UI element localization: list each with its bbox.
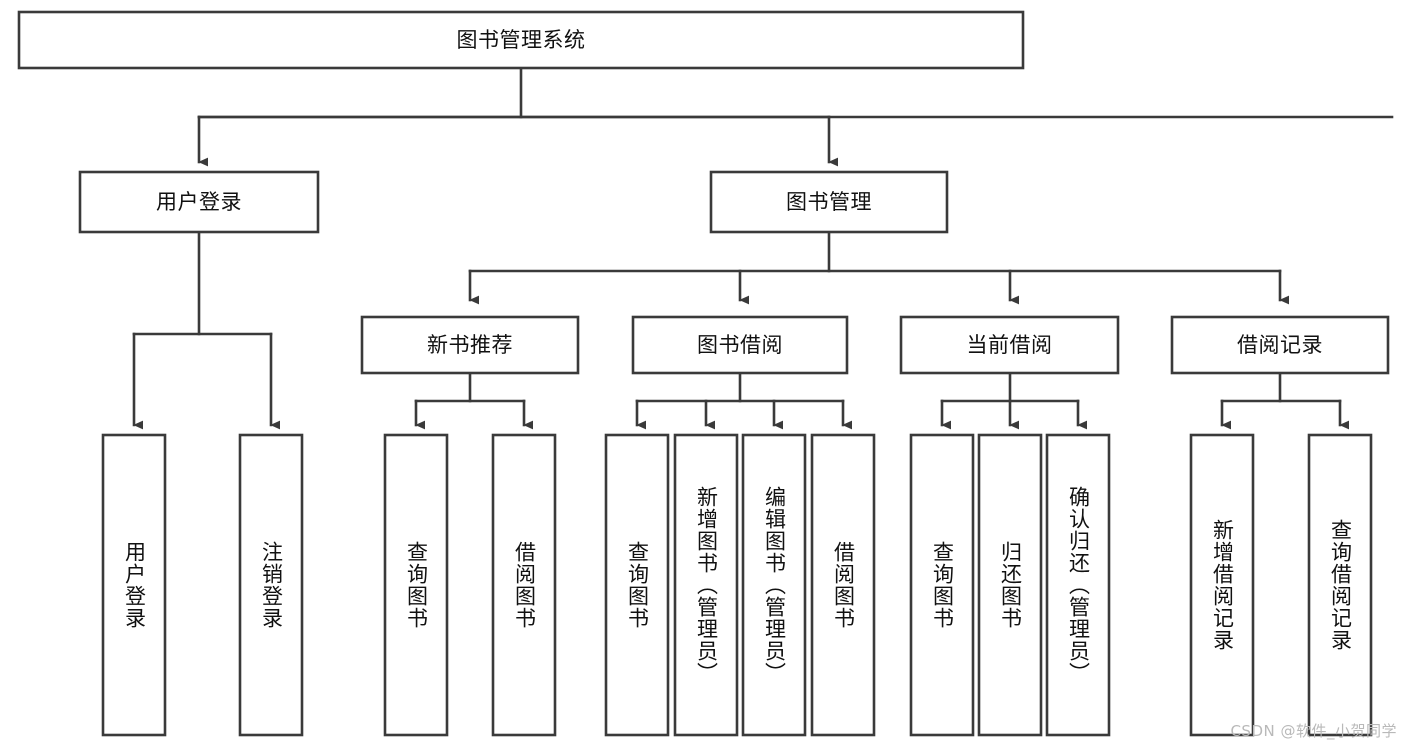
- connector-bookborrow-to-leaves: [635, 371, 853, 430]
- connector-newbook-to-leaves: [414, 371, 534, 430]
- connector-borrowrecord-to-leaves: [1220, 371, 1350, 430]
- connector-userlogin-to-leaves: [132, 230, 281, 430]
- connector-bookmgmt-to-level3: [468, 230, 1290, 305]
- connector-root-to-level2: [197, 66, 1394, 167]
- connector-currentborrow-to-leaves: [940, 371, 1088, 430]
